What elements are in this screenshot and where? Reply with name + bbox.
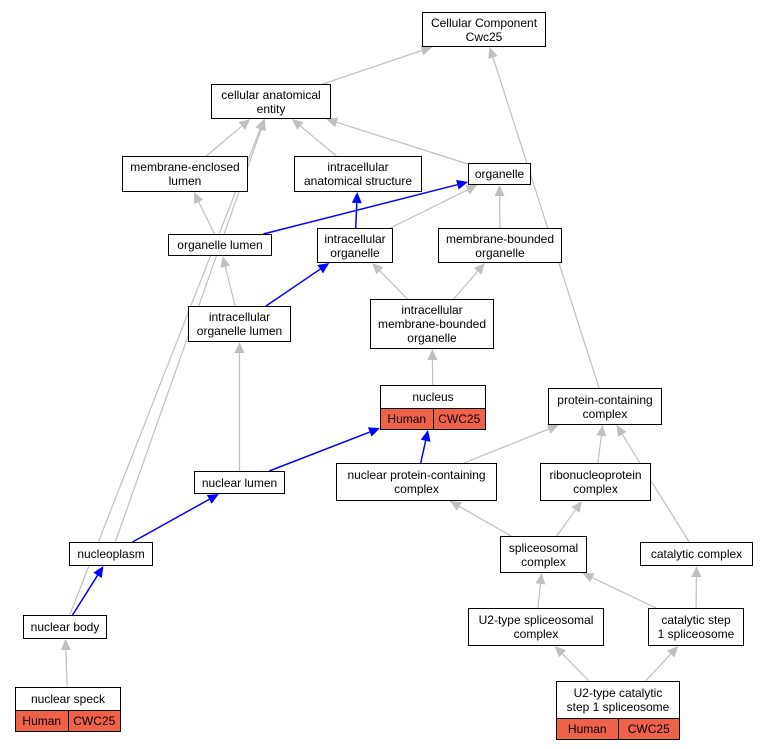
arrowhead-orgl-to-org	[456, 179, 468, 190]
node-organelle[interactable]: organelle	[468, 163, 531, 185]
edge-cae-to-cc	[322, 49, 423, 85]
node-ribonucleoprotein-complex[interactable]: ribonucleoprotein complex	[540, 463, 651, 501]
arrowhead-imbo-to-mbo	[473, 263, 485, 275]
arrowhead-orgl-to-mel	[193, 192, 204, 205]
node-catalytic-complex[interactable]: catalytic complex	[640, 542, 753, 566]
arrowhead-io-to-org	[465, 185, 478, 195]
arrowhead-nl-to-nuc	[367, 427, 380, 437]
node-spliceosomal-complex[interactable]: spliceosomal complex	[500, 536, 587, 573]
edge-npcc-to-nuc	[419, 440, 427, 464]
node-u2-type-spliceosomal-complex[interactable]: U2-type spliceosomal complex	[468, 608, 604, 646]
arrowhead-nl-to-iol	[234, 342, 245, 353]
edge-cat-to-pcc	[621, 434, 690, 543]
edge-npcc-to-pcc	[463, 428, 549, 464]
arrowhead-u2-to-spc	[535, 573, 546, 585]
arrowhead-pcc-to-cc	[488, 47, 498, 60]
node-catalytic-step-1-spliceosome[interactable]: catalytic step 1 spliceosome	[648, 608, 744, 646]
edge-nb-to-np	[71, 574, 99, 616]
arrowhead-nb-to-cae	[255, 119, 265, 132]
node-nuclear-body[interactable]: nuclear body	[23, 615, 107, 639]
node-u2-type-catalytic-step-1-spliceosome[interactable]: U2-type catalytic step 1 spliceosome Hum…	[556, 681, 680, 740]
node-cellular-component-cwc25[interactable]: Cellular Component Cwc25	[422, 12, 546, 47]
arrowhead-ns-to-nb	[60, 639, 71, 651]
node-nuclear-speck[interactable]: nuclear speck Human CWC25	[15, 687, 121, 732]
tag-gene: CWC25	[617, 719, 679, 739]
node-intracellular-organelle-lumen[interactable]: intracellular organelle lumen	[188, 306, 291, 342]
arrowhead-spc-to-npcc	[449, 501, 462, 511]
arrowhead-imbo-to-io	[372, 263, 384, 275]
tag-gene: CWC25	[67, 711, 120, 731]
arrowhead-ias-to-cae	[292, 119, 304, 130]
node-nuclear-lumen[interactable]: nuclear lumen	[194, 471, 285, 494]
annotation-row: Human CWC25	[16, 710, 120, 731]
tag-gene: CWC25	[432, 409, 485, 429]
edge-u2c-to-cs1	[645, 653, 672, 682]
edge-np-to-nl	[132, 498, 210, 543]
arrowhead-cat-to-pcc	[616, 425, 627, 437]
tag-species: Human	[16, 711, 68, 731]
node-protein-containing-complex[interactable]: protein-containing complex	[548, 388, 662, 425]
arrowhead-u2c-to-u2	[554, 646, 566, 658]
arrowhead-cs1-to-spc	[582, 573, 595, 583]
node-nuclear-protein-containing-complex[interactable]: nuclear protein-containing complex	[336, 463, 497, 501]
node-nucleoplasm[interactable]: nucleoplasm	[69, 542, 153, 566]
tag-species: Human	[381, 409, 433, 429]
arrowhead-iol-to-io	[317, 263, 330, 274]
node-membrane-enclosed-lumen[interactable]: membrane-enclosed lumen	[122, 156, 248, 192]
arrowhead-cae-to-cc	[420, 45, 433, 56]
arrowhead-mel-to-cae	[238, 119, 251, 130]
edge-rnp-to-pcc	[597, 435, 602, 464]
edge-imbo-to-mbo	[453, 270, 479, 300]
arrowhead-iol-to-orgl	[220, 256, 231, 268]
edge-io-to-org	[390, 189, 468, 229]
tag-species: Human	[557, 719, 618, 739]
edge-iol-to-orgl	[224, 266, 236, 307]
arrowhead-spc-to-rnp	[571, 501, 582, 513]
edge-mel-to-cae	[205, 125, 243, 157]
arrowhead-u2c-to-cs1	[667, 646, 679, 658]
edge-nl-to-nuc	[268, 431, 371, 472]
node-organelle-lumen[interactable]: organelle lumen	[168, 234, 272, 256]
edge-cs1-to-spc	[592, 577, 657, 609]
edge-org-to-cae	[336, 121, 469, 165]
edge-u2-to-spc	[537, 583, 542, 609]
arrowhead-rnp-to-pcc	[596, 425, 607, 437]
edge-io-to-ias	[354, 202, 358, 229]
edge-nb-to-cae	[69, 129, 261, 616]
node-intracellular-membrane-bounded-organelle[interactable]: intracellular membrane-bounded organelle	[370, 299, 494, 349]
arrowhead-npcc-to-pcc	[546, 424, 559, 434]
edge-iol-to-io	[265, 268, 321, 307]
edge-orgl-to-org	[263, 183, 458, 235]
annotation-row: Human CWC25	[381, 408, 485, 429]
edge-orgl-to-mel	[198, 201, 216, 235]
edge-u2c-to-u2	[561, 653, 590, 682]
arrowhead-nb-to-np	[93, 566, 104, 578]
node-intracellular-anatomical-structure[interactable]: intracellular anatomical structure	[294, 156, 422, 192]
node-intracellular-organelle[interactable]: intracellular organelle	[317, 228, 393, 263]
node-cellular-anatomical-entity[interactable]: cellular anatomical entity	[211, 84, 331, 119]
edge-ias-to-cae	[300, 125, 337, 157]
arrowhead-cs1-to-cat	[691, 566, 702, 578]
edge-ns-to-nb	[65, 649, 68, 688]
node-nucleus[interactable]: nucleus Human CWC25	[380, 385, 486, 430]
arrowhead-np-to-nl	[206, 494, 219, 504]
edge-imbo-to-io	[379, 270, 408, 300]
arrowhead-mbo-to-org	[494, 185, 505, 197]
arrowhead-io-to-ias	[351, 192, 362, 204]
arrowhead-npcc-to-nuc	[420, 430, 431, 442]
node-membrane-bounded-organelle[interactable]: membrane-bounded organelle	[438, 228, 562, 263]
edge-spc-to-npcc	[459, 505, 512, 537]
arrowhead-org-to-cae	[326, 117, 339, 128]
arrowhead-nuc-to-imbo	[427, 349, 438, 361]
edge-pcc-to-cc	[492, 57, 600, 389]
edge-spc-to-rnp	[556, 509, 576, 537]
annotation-row: Human CWC25	[557, 718, 679, 739]
